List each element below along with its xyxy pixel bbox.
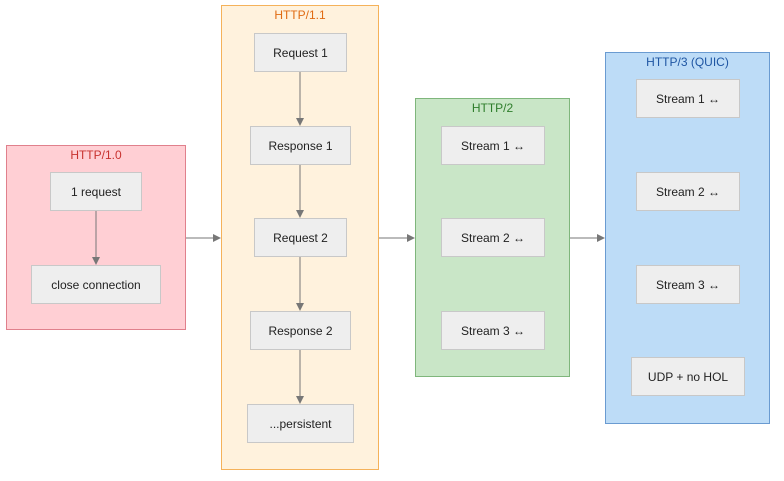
node-http11-request-2: Request 2 (254, 218, 347, 257)
node-http3-udp-no-hol: UDP + no HOL (631, 357, 745, 396)
lane-title-http-3: HTTP/3 (QUIC) (646, 55, 729, 69)
node-http10-close-connection: close connection (31, 265, 161, 304)
node-http2-stream-1: Stream 1 ↔ (441, 126, 545, 165)
node-http11-persistent: ...persistent (247, 404, 354, 443)
node-http10-request: 1 request (50, 172, 142, 211)
node-http11-request-1: Request 1 (254, 33, 347, 72)
node-http2-stream-3: Stream 3 ↔ (441, 311, 545, 350)
node-http2-stream-2: Stream 2 ↔ (441, 218, 545, 257)
node-http11-response-1: Response 1 (250, 126, 351, 165)
node-http3-stream-1: Stream 1 ↔ (636, 79, 740, 118)
node-http3-stream-2: Stream 2 ↔ (636, 172, 740, 211)
lane-title-http-1-1: HTTP/1.1 (274, 8, 326, 22)
node-http3-stream-3: Stream 3 ↔ (636, 265, 740, 304)
node-http11-response-2: Response 2 (250, 311, 351, 350)
lane-title-http-1-0: HTTP/1.0 (70, 148, 122, 162)
lane-title-http-2: HTTP/2 (471, 101, 514, 115)
